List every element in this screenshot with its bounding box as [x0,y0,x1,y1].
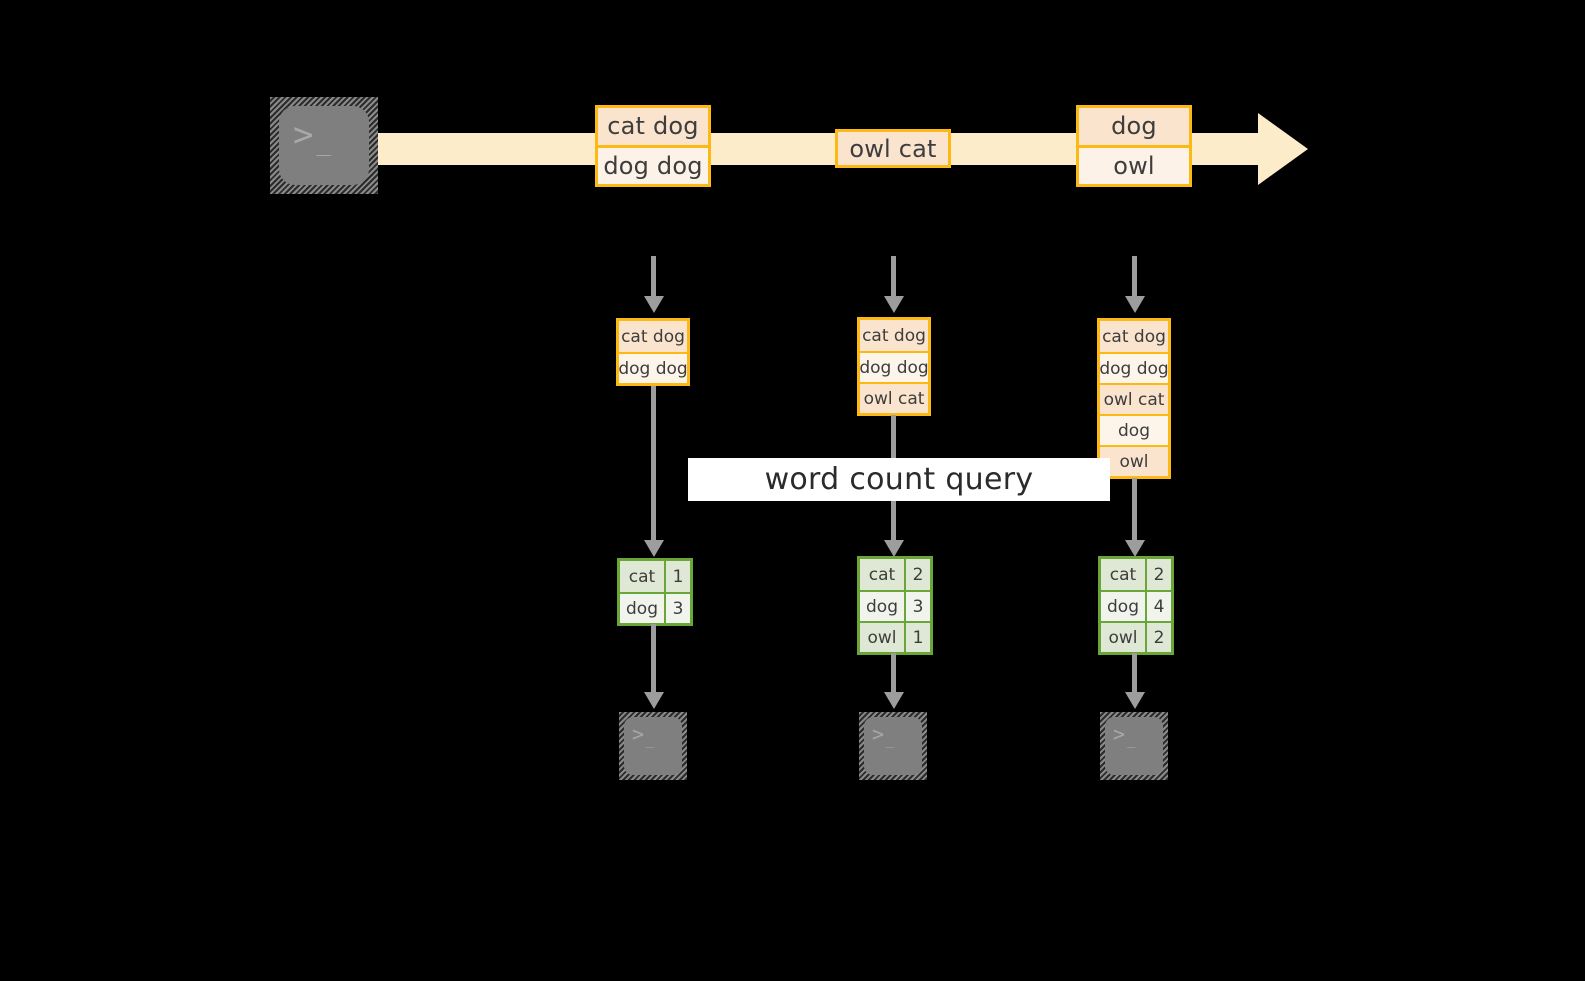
table-row: owl 2 [1101,621,1171,652]
snapshot-row: dog dog [618,352,688,383]
terminal-prompt: >_ [1113,722,1136,748]
table-row: cat 2 [860,559,930,590]
stream-event-line: cat dog [598,108,708,145]
snapshot-to-result-connector [1132,478,1137,540]
result-to-sink-connector [1132,653,1137,692]
snapshot-to-result-arrowhead [884,540,904,557]
table-row: dog 3 [860,590,930,621]
stream-to-snapshot-connector [891,256,896,296]
terminal-screen: >_ [864,717,922,775]
result-count: 1 [904,623,930,652]
stream-event-line: dog dog [598,144,708,184]
snapshot-row: cat dog [619,321,687,352]
snapshot-row: owl cat [1100,383,1168,414]
stream-event-line: owl [1079,144,1189,184]
terminal-prompt: >_ [632,722,655,748]
sink-terminal-icon[interactable]: >_ [619,712,687,780]
sink-terminal-icon[interactable]: >_ [1100,712,1168,780]
stream-event-box[interactable]: dog owl [1076,105,1192,187]
table-row: owl 1 [860,621,930,652]
result-to-sink-connector [891,653,896,692]
snapshot-table[interactable]: cat dog dog dog owl cat [857,317,931,416]
snapshot-to-result-arrowhead [644,540,664,557]
result-count: 2 [1145,559,1171,590]
terminal-screen: >_ [279,106,369,185]
result-word: cat [620,561,664,592]
terminal-prompt: >_ [872,722,895,748]
result-count: 1 [664,561,690,592]
result-to-sink-arrowhead [644,692,664,709]
result-word: cat [1101,559,1145,590]
result-count: 2 [1145,623,1171,652]
snapshot-row: owl [1100,445,1168,476]
result-word: cat [860,559,904,590]
query-banner: word count query [688,458,1110,501]
snapshot-table[interactable]: cat dog dog dog [616,318,690,386]
result-table[interactable]: cat 2 dog 4 owl 2 [1098,556,1174,655]
source-terminal-icon[interactable]: >_ [270,97,378,194]
snapshot-row: cat dog [860,320,928,351]
stream-event-line: dog [1079,108,1189,145]
snapshot-to-result-connector [651,386,656,540]
stream-to-snapshot-connector [1132,256,1137,296]
result-table[interactable]: cat 1 dog 3 [617,558,693,626]
result-word: dog [620,594,664,623]
table-row: dog 4 [1101,590,1171,621]
result-to-sink-arrowhead [1125,692,1145,709]
snapshot-table[interactable]: cat dog dog dog owl cat dog owl [1097,318,1171,479]
table-row: cat 2 [1101,559,1171,590]
stream-event-line: owl cat [838,132,948,165]
snapshot-row: owl cat [860,382,928,413]
result-word: dog [1101,592,1145,621]
sink-terminal-icon[interactable]: >_ [859,712,927,780]
table-row: dog 3 [620,592,690,623]
snapshot-row: dog [1100,414,1168,445]
query-banner-label: word count query [764,462,1034,497]
stream-event-box[interactable]: owl cat [835,129,951,168]
table-row: cat 1 [620,561,690,592]
result-word: owl [860,623,904,652]
result-count: 3 [664,594,690,623]
result-word: owl [1101,623,1145,652]
stream-arrowhead [1258,113,1308,185]
result-count: 2 [904,559,930,590]
stream-to-snapshot-arrowhead [644,296,664,313]
terminal-screen: >_ [624,717,682,775]
stream-to-snapshot-connector [651,256,656,296]
snapshot-row: dog dog [859,351,929,382]
stream-to-snapshot-arrowhead [1125,296,1145,313]
snapshot-row: dog dog [1099,352,1169,383]
terminal-prompt: >_ [293,115,332,157]
stream-to-snapshot-arrowhead [884,296,904,313]
snapshot-row: cat dog [1100,321,1168,352]
result-word: dog [860,592,904,621]
result-to-sink-arrowhead [884,692,904,709]
result-count: 4 [1145,592,1171,621]
result-table[interactable]: cat 2 dog 3 owl 1 [857,556,933,655]
snapshot-to-result-arrowhead [1125,540,1145,557]
terminal-screen: >_ [1105,717,1163,775]
stream-event-box[interactable]: cat dog dog dog [595,105,711,187]
result-count: 3 [904,592,930,621]
result-to-sink-connector [651,624,656,692]
